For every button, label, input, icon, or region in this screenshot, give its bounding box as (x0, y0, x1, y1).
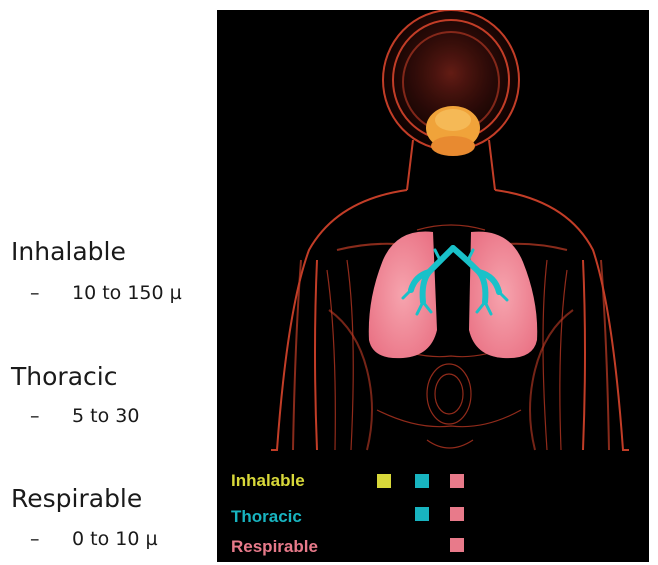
category-range-inhalable: –10 to 150 µ (30, 282, 182, 304)
legend-label-respirable: Respirable (231, 537, 318, 557)
range-dash: – (30, 405, 72, 427)
category-title-inhalable: Inhalable (11, 237, 126, 266)
swatch-inhalable-inhalable (377, 474, 391, 488)
range-value: 10 to 150 µ (72, 282, 182, 304)
range-dash: – (30, 282, 72, 304)
swatch-inhalable-thoracic (415, 474, 429, 488)
swatch-respirable-respirable (450, 538, 464, 552)
swatch-inhalable-respirable (450, 474, 464, 488)
swatch-thoracic-thoracic (415, 507, 429, 521)
particle-size-list: Inhalable –10 to 150 µ Thoracic –5 to 30… (0, 0, 215, 565)
swatch-thoracic-respirable (450, 507, 464, 521)
category-title-respirable: Respirable (11, 484, 142, 513)
range-value: 0 to 10 µ (72, 528, 158, 550)
category-range-respirable: –0 to 10 µ (30, 528, 158, 550)
category-range-thoracic: –5 to 30 (30, 405, 139, 427)
range-dash: – (30, 528, 72, 550)
category-title-thoracic: Thoracic (11, 362, 117, 391)
legend-label-thoracic: Thoracic (231, 507, 302, 527)
legend-label-inhalable: Inhalable (231, 471, 305, 491)
range-value: 5 to 30 (72, 405, 139, 427)
upper-airway-illustration (426, 106, 480, 156)
respiratory-figure: Inhalable Thoracic Respirable (217, 10, 649, 562)
